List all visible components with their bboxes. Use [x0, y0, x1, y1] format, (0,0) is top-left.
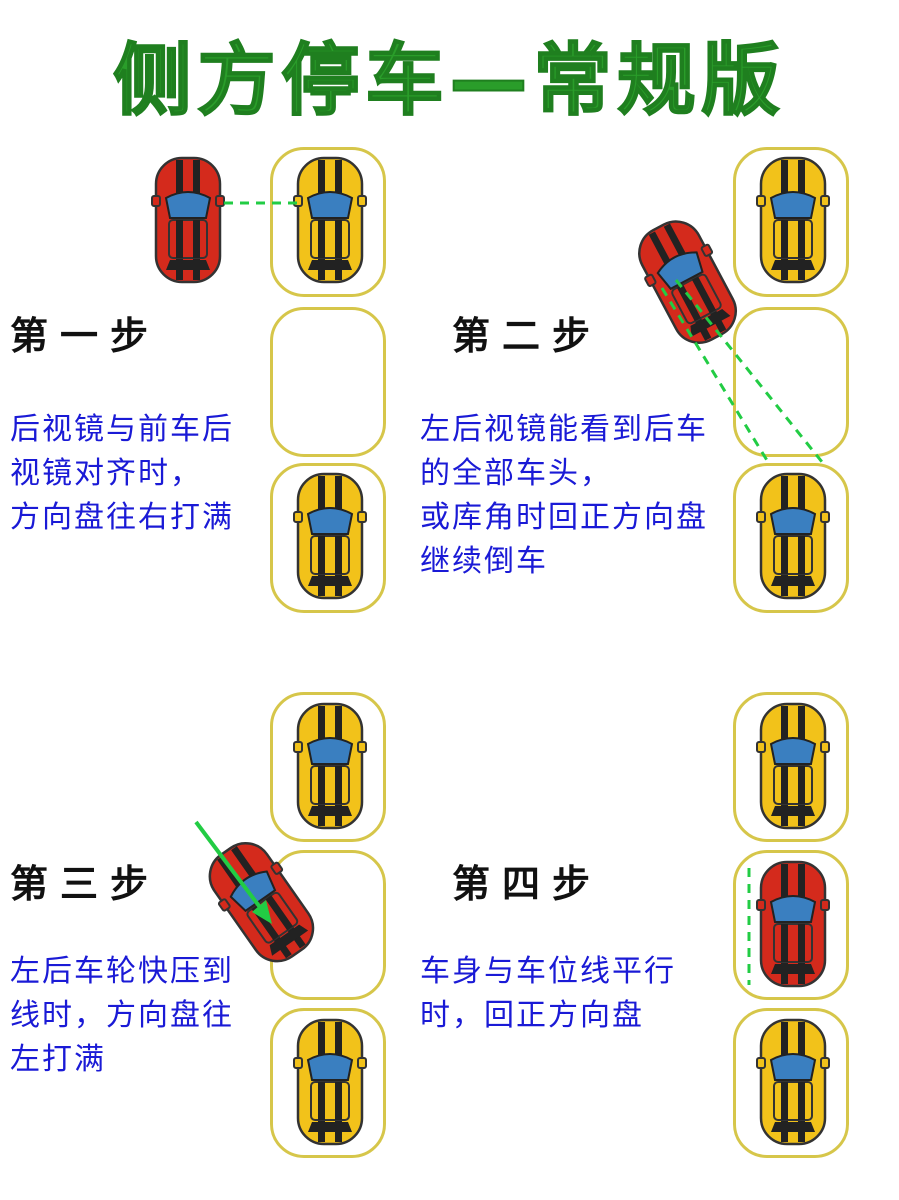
step-2-description: 左后视镜能看到后车 的全部车头， 或库角时回正方向盘 继续倒车	[420, 408, 708, 584]
parking-slot	[270, 307, 386, 457]
step-2-line: 或库角时回正方向盘	[420, 500, 708, 535]
step-3-line: 左后车轮快压到	[10, 954, 234, 989]
step-2-label: 第二步	[452, 314, 603, 358]
yellow-car	[292, 156, 368, 284]
parking-slot	[270, 1008, 386, 1158]
yellow-car	[292, 1018, 368, 1146]
step-4-description: 车身与车位线平行 时，回正方向盘	[420, 950, 676, 1038]
step-2-line: 的全部车头，	[420, 456, 612, 491]
yellow-car	[755, 156, 831, 284]
red-car	[755, 860, 831, 988]
parking-slot	[270, 147, 386, 297]
yellow-car	[292, 702, 368, 830]
step-1-label: 第一步	[10, 314, 161, 358]
red-car	[150, 156, 226, 284]
step-4-line: 时，回正方向盘	[420, 998, 644, 1033]
step-1-line: 后视镜与前车后	[10, 412, 234, 447]
step-4-label: 第四步	[452, 862, 603, 906]
yellow-car	[755, 1018, 831, 1146]
step-2-line: 左后视镜能看到后车	[420, 412, 708, 447]
step-3-line: 线时，方向盘往	[10, 998, 234, 1033]
parking-slot	[733, 463, 849, 613]
parking-slot	[733, 307, 849, 457]
parking-slot	[270, 692, 386, 842]
parking-slot	[733, 850, 849, 1000]
parking-slot	[733, 1008, 849, 1158]
step-2-line: 继续倒车	[420, 544, 548, 579]
step-3-line: 左打满	[10, 1042, 106, 1077]
step-1-description: 后视镜与前车后 视镜对齐时， 方向盘往右打满	[10, 408, 234, 540]
step-1-line: 方向盘往右打满	[10, 500, 234, 535]
yellow-car	[755, 472, 831, 600]
step-3-description: 左后车轮快压到 线时，方向盘往 左打满	[10, 950, 234, 1082]
page-title: 侧方停车—常规版	[112, 35, 786, 127]
step-1-line: 视镜对齐时，	[10, 456, 202, 491]
step-4-line: 车身与车位线平行	[420, 954, 676, 989]
parking-slot	[270, 463, 386, 613]
step-3-label: 第三步	[10, 862, 161, 906]
yellow-car	[755, 702, 831, 830]
parking-slot	[733, 692, 849, 842]
yellow-car	[292, 472, 368, 600]
